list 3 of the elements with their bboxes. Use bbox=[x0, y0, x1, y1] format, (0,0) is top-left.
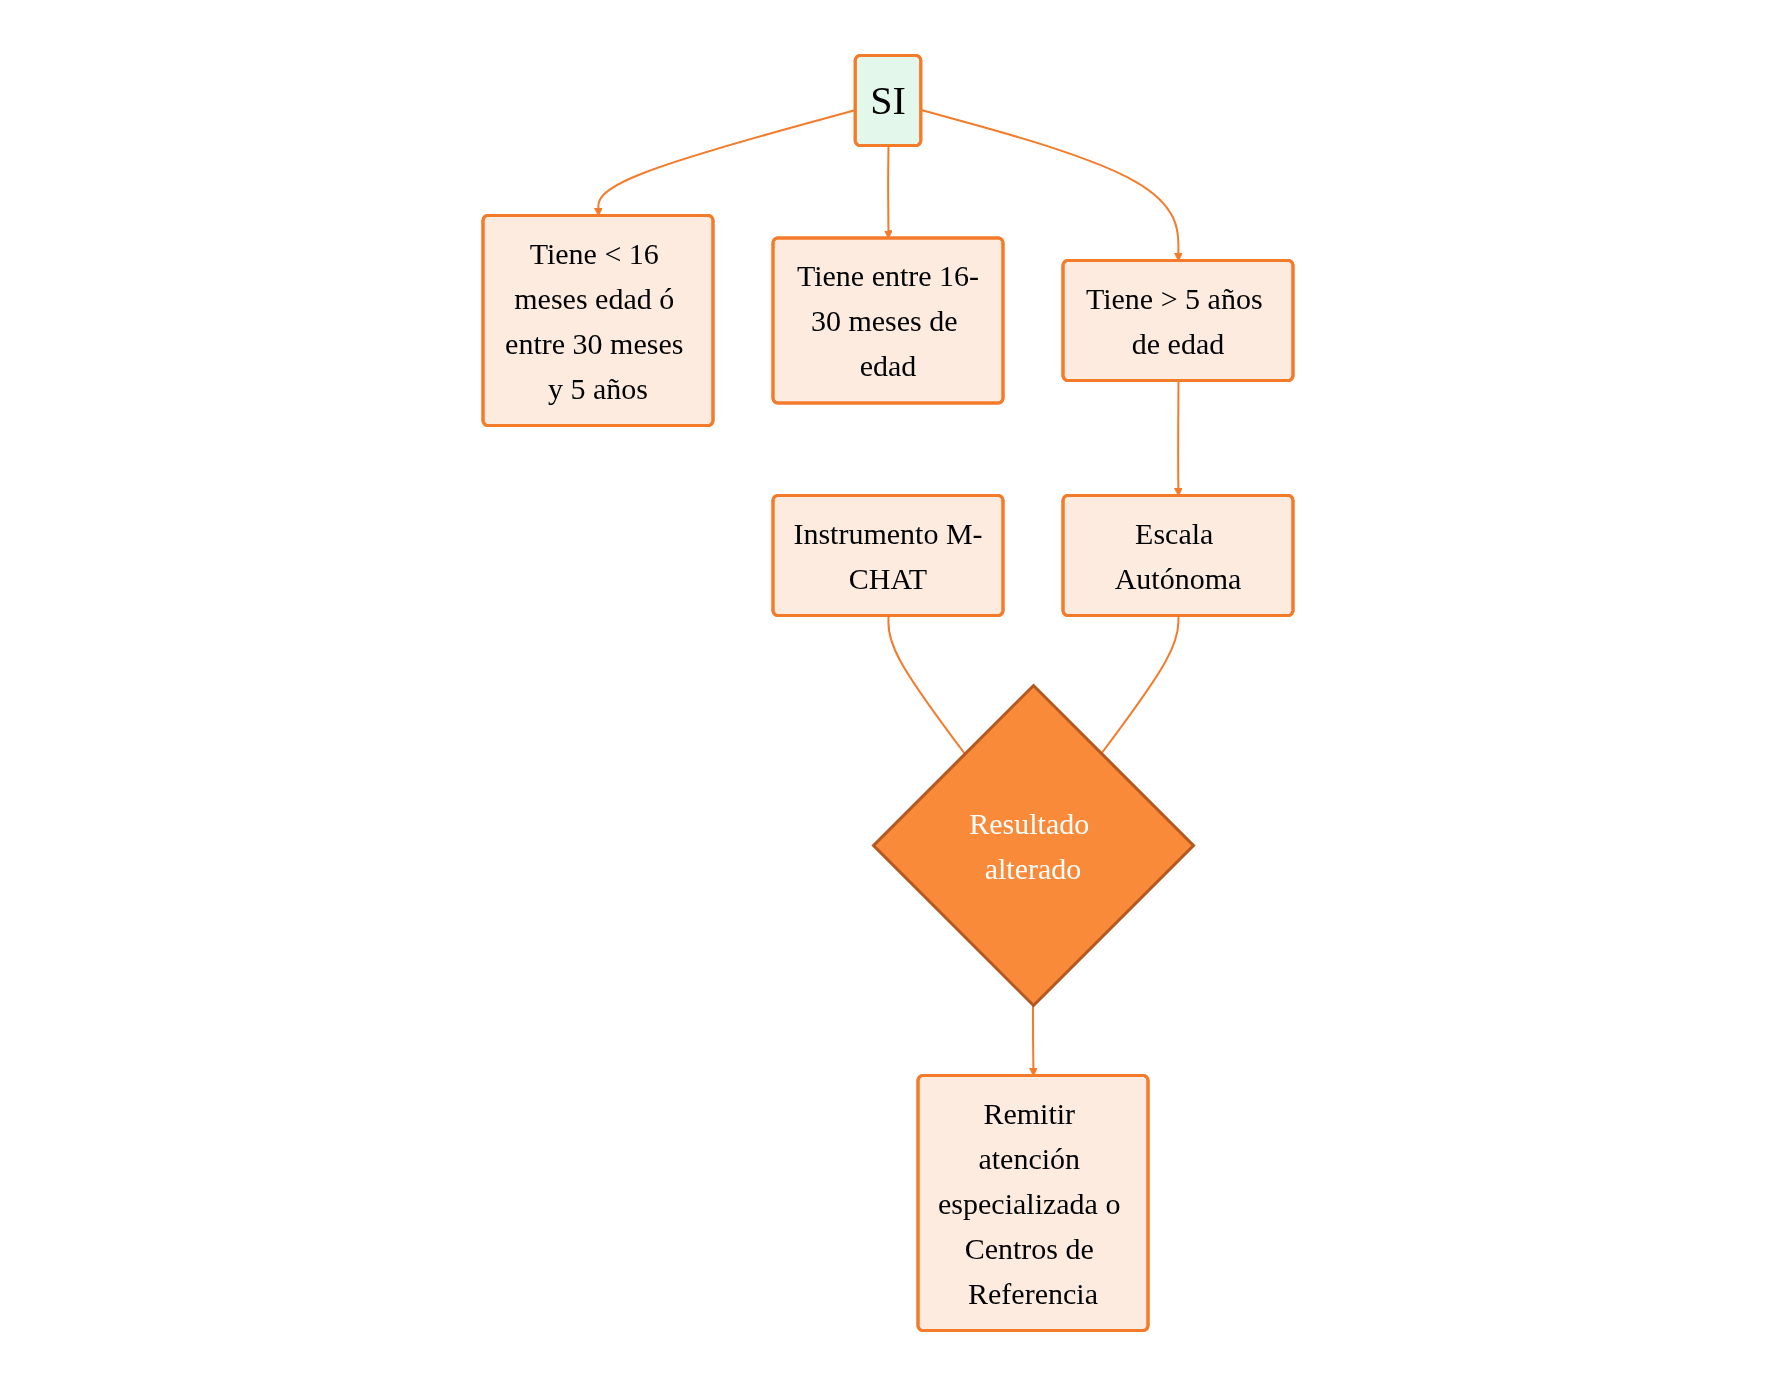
arrow bbox=[1029, 1004, 1038, 1076]
arrow bbox=[920, 108, 1183, 261]
node-diamond: Resultado alterado bbox=[871, 682, 1196, 1008]
